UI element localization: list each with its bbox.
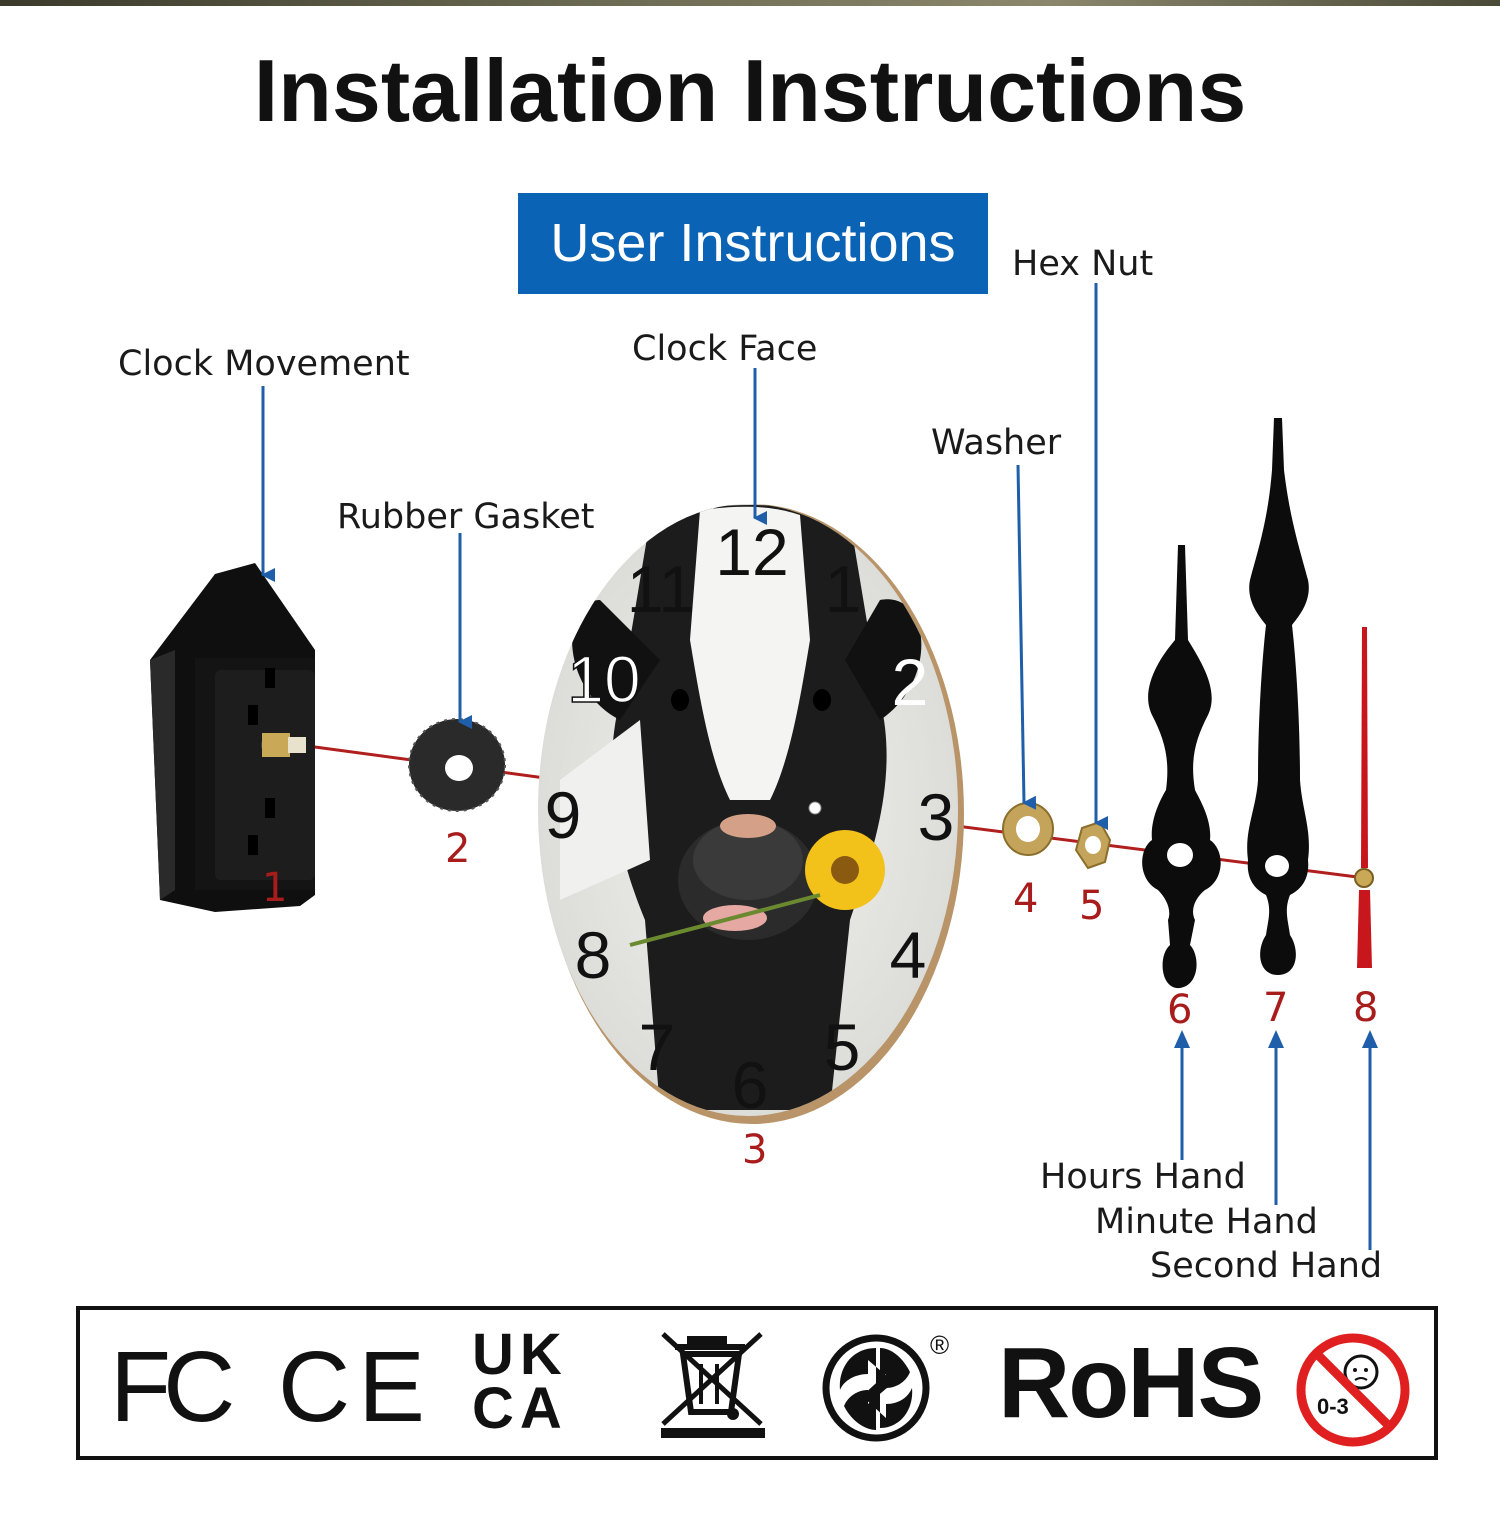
part-number-7: 7 (1263, 985, 1289, 1031)
hex-nut-part (1074, 820, 1112, 870)
second-hand-part (1354, 627, 1374, 968)
green-dot-icon (822, 1334, 930, 1442)
numeral-7: 7 (639, 1010, 676, 1084)
rubber-gasket-part (408, 718, 506, 812)
top-decor-bar (0, 0, 1500, 6)
label-hex-nut: Hex Nut (1012, 244, 1154, 284)
part-number-4: 4 (1013, 876, 1039, 922)
numeral-10: 10 (567, 642, 640, 716)
label-clock-movement: Clock Movement (118, 344, 410, 384)
clock-movement-part (150, 563, 315, 912)
age-label: 0-3 (1317, 1394, 1349, 1419)
registered-mark: ® (930, 1330, 950, 1360)
washer-part (1002, 802, 1054, 856)
numeral-12: 12 (715, 515, 788, 589)
numeral-9: 9 (545, 778, 582, 852)
numeral-4: 4 (890, 918, 927, 992)
part-number-6: 6 (1167, 987, 1193, 1033)
arrow-washer (1016, 464, 1037, 810)
label-clock-face: Clock Face (632, 329, 818, 369)
part-number-1: 1 (262, 865, 288, 911)
user-instructions-badge: User Instructions (518, 193, 988, 294)
arrow-minute-hand (1268, 1030, 1284, 1205)
hours-hand-part (1142, 545, 1221, 989)
numeral-8: 8 (575, 918, 612, 992)
age-warning-icon (1296, 1333, 1410, 1447)
page-title: Installation Instructions (253, 41, 1247, 140)
numeral-2: 2 (892, 645, 929, 719)
numeral-1: 1 (825, 552, 862, 626)
numeral-5: 5 (824, 1010, 861, 1084)
certifications-panel: FC CE UK CA ® RoHS 0-3 (76, 1306, 1438, 1460)
minute-hand-part (1247, 418, 1309, 975)
ukca-mark: UK CA (472, 1322, 568, 1441)
part-number-3: 3 (742, 1127, 768, 1173)
numeral-6: 6 (732, 1048, 769, 1122)
label-minute-hand: Minute Hand (1095, 1202, 1318, 1242)
numeral-3: 3 (918, 780, 955, 854)
part-number-5: 5 (1079, 883, 1105, 929)
clock-face-part (538, 504, 964, 1124)
label-rubber-gasket: Rubber Gasket (337, 497, 595, 537)
arrow-second-hand (1362, 1030, 1378, 1250)
fc-mark: FC (110, 1331, 235, 1443)
numeral-11: 11 (627, 552, 696, 626)
label-hours-hand: Hours Hand (1040, 1157, 1246, 1197)
ce-mark: CE (278, 1331, 433, 1443)
sunflower-decoration (629, 830, 885, 947)
clock-numerals: 12 1 2 3 4 5 6 7 8 9 10 11 (545, 515, 955, 1122)
weee-bin-icon (661, 1332, 765, 1438)
part-number-8: 8 (1353, 985, 1379, 1031)
exploded-diagram: 12 1 2 3 4 5 6 7 8 9 10 11 (150, 283, 1378, 1250)
label-washer: Washer (931, 423, 1062, 463)
ukca-bottom: CA (472, 1376, 568, 1441)
part-number-2: 2 (445, 826, 471, 872)
arrow-hours-hand (1174, 1030, 1190, 1160)
ukca-top: UK (472, 1322, 568, 1387)
label-second-hand: Second Hand (1150, 1246, 1383, 1286)
rohs-mark: RoHS (998, 1327, 1264, 1439)
